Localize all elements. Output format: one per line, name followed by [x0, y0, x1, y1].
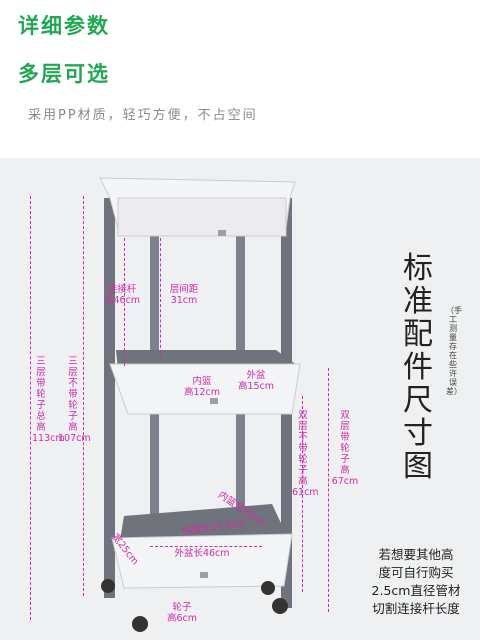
dim-line-three-total [30, 196, 31, 620]
label-rod: 连接杆 长46cm [104, 284, 141, 306]
tip-line: 2.5cm直径管材 [371, 583, 461, 598]
tip-line: 度可自行购买 [378, 565, 454, 580]
label-outer-basin: 外盆 高15cm [237, 370, 275, 392]
label-outer-len: 外盆长46cm [174, 548, 230, 559]
dim-line-two-nowheel [302, 396, 303, 592]
product-photo: 三 层 带 轮 子 总 高 113cm 三 层 不 带 轮 子 高 107cm … [0, 158, 480, 640]
page-description: 采用PP材质，轻巧方便，不占空间 [28, 108, 258, 123]
shelf-illustration [99, 177, 301, 632]
label-two-nowheel: 双 层 不 带 轮 子 高 61cm [292, 410, 319, 498]
dim-line-outer-len [150, 546, 262, 547]
page-title: 详细参数 [18, 14, 110, 38]
dim-line-gap [160, 238, 161, 358]
dim-line-two-wheel [328, 368, 329, 612]
label-layer-gap: 层间距 31cm [169, 284, 199, 306]
tip-line: 若想要其他高 [378, 547, 454, 562]
dim-line-rod [124, 238, 125, 366]
purchase-tip: 若想要其他高 度可自行购买 2.5cm直径管材 切割连接杆长度 [356, 546, 476, 618]
dim-line-three-nowheel [83, 196, 84, 596]
side-note: （手工测量存在些许误差） [446, 306, 462, 396]
page-subtitle: 多层可选 [18, 62, 110, 86]
side-title: 标准配件尺寸图 [403, 251, 433, 484]
label-three-wheel: 三 层 带 轮 子 总 高 113cm [32, 356, 65, 444]
label-inner-basin: 内篮 高12cm [183, 376, 221, 398]
tip-line: 切割连接杆长度 [372, 601, 460, 616]
label-two-wheel: 双 层 带 轮 子 高 67cm [331, 410, 359, 487]
label-three-nowheel: 三 层 不 带 轮 子 高 107cm [58, 356, 91, 444]
label-wheel: 轮子 高6cm [166, 602, 198, 624]
